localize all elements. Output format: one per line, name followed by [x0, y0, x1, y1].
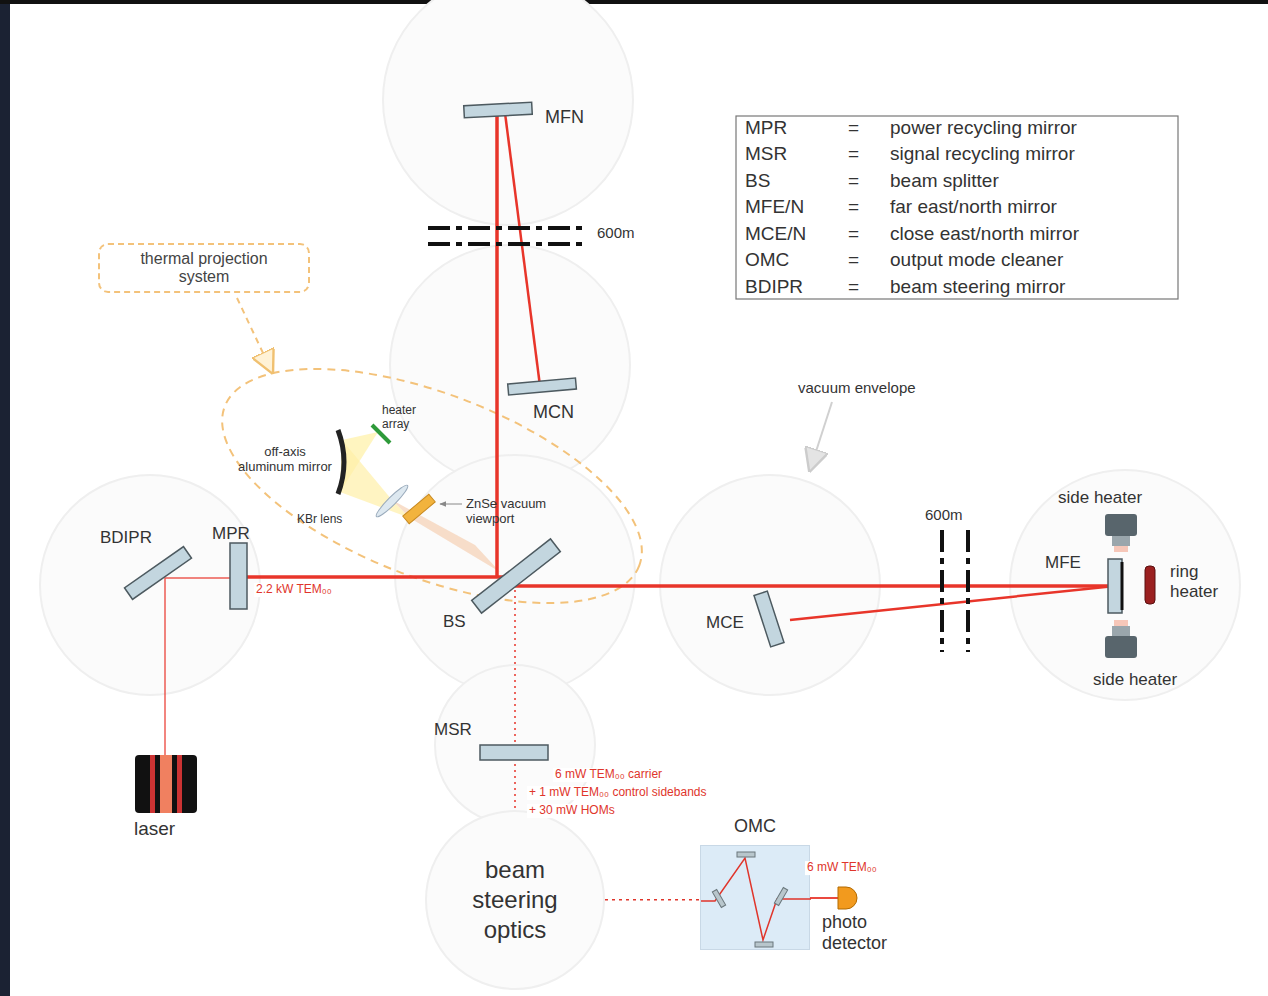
thermal-region	[192, 321, 672, 652]
omc-beam	[701, 858, 811, 940]
part-label: 6 mW TEM₀₀ carrier	[553, 768, 664, 782]
mode-cleaner-box: OMC	[700, 845, 810, 950]
part-label: laser	[134, 818, 175, 840]
ring-heater	[1145, 566, 1155, 604]
table-cell: =	[848, 196, 859, 218]
leader-arrow	[810, 402, 832, 470]
table-cell: MPR	[745, 117, 787, 139]
part-label: MCE	[706, 613, 744, 633]
part-label: + 30 mW HOMs	[527, 804, 617, 818]
table-cell: =	[848, 143, 859, 165]
part-label: photo detector	[822, 912, 922, 953]
part-label: side heater	[1093, 670, 1177, 690]
table-cell: beam splitter	[890, 170, 999, 192]
part-label: BDIPR	[100, 528, 152, 548]
table-cell: =	[848, 249, 859, 271]
omc-mirror	[737, 852, 755, 857]
optics-circle: beam steering optics	[425, 810, 605, 990]
omc-mirror	[712, 889, 725, 907]
heater-array	[372, 425, 390, 443]
table-cell: MCE/N	[745, 223, 806, 245]
part-label: MCN	[533, 402, 574, 423]
node-text: OMC	[701, 816, 809, 837]
table-frame	[736, 116, 1178, 299]
table-cell: far east/north mirror	[890, 196, 1057, 218]
omc-optics	[701, 846, 811, 951]
mirror-coating	[1121, 562, 1124, 610]
mirror	[124, 102, 1122, 760]
beam-connector	[605, 898, 700, 900]
part-label: MPR	[212, 524, 250, 544]
table-cell: =	[848, 117, 859, 139]
table-cell: beam steering mirror	[890, 276, 1065, 298]
leader-arrow	[237, 298, 272, 372]
part-label: MFN	[545, 107, 584, 128]
table-cell: OMC	[745, 249, 789, 271]
omc-mirror	[755, 942, 773, 947]
part-label: KBr lens	[297, 513, 342, 527]
node-text: beam steering optics	[452, 855, 578, 945]
table-cell: =	[848, 276, 859, 298]
table-cell: =	[848, 170, 859, 192]
side-heater	[1105, 514, 1137, 658]
table-cell: MSR	[745, 143, 787, 165]
part-label: off-axis aluminum mirror	[235, 445, 335, 475]
laser-symbol	[135, 755, 197, 813]
part-label: ring heater	[1170, 562, 1230, 601]
part-label: vacuum envelope	[798, 379, 916, 396]
vacuum-envelope	[40, 0, 1240, 825]
part-label: 600m	[925, 506, 963, 523]
photo-detector	[838, 887, 857, 909]
off-axis-mirror	[338, 430, 344, 494]
part-label: ZnSe vacuum viewport	[466, 497, 576, 527]
table-cell: power recycling mirror	[890, 117, 1077, 139]
frame-bar	[0, 0, 1268, 4]
heat-beam	[392, 500, 500, 572]
part-label: 6 mW TEM₀₀	[805, 861, 879, 875]
table-cell: =	[848, 223, 859, 245]
part-label: MFE	[1045, 553, 1081, 573]
frame-bar	[0, 0, 10, 996]
leader-line	[440, 504, 462, 505]
omc-mirror	[774, 887, 787, 905]
znse-viewport	[403, 494, 435, 524]
part-label: 600m	[597, 224, 635, 241]
part-label: BS	[443, 612, 466, 632]
part-label: MSR	[434, 720, 472, 740]
table-cell: BDIPR	[745, 276, 803, 298]
dashed-callout-box: thermal projection system	[98, 243, 310, 293]
part-label: heater array	[382, 404, 442, 432]
part-label: side heater	[1058, 488, 1142, 508]
node-text: thermal projection system	[116, 250, 292, 286]
table-cell: output mode cleaner	[890, 249, 1063, 271]
part-label: 2.2 kW TEM₀₀	[254, 583, 334, 597]
part-label: + 1 mW TEM₀₀ control sidebands	[527, 786, 708, 800]
distance-break	[428, 228, 968, 652]
table-cell: close east/north mirror	[890, 223, 1079, 245]
table-cell: MFE/N	[745, 196, 804, 218]
table-cell: signal recycling mirror	[890, 143, 1075, 165]
table-cell: BS	[745, 170, 770, 192]
laser-beam	[165, 112, 1115, 898]
